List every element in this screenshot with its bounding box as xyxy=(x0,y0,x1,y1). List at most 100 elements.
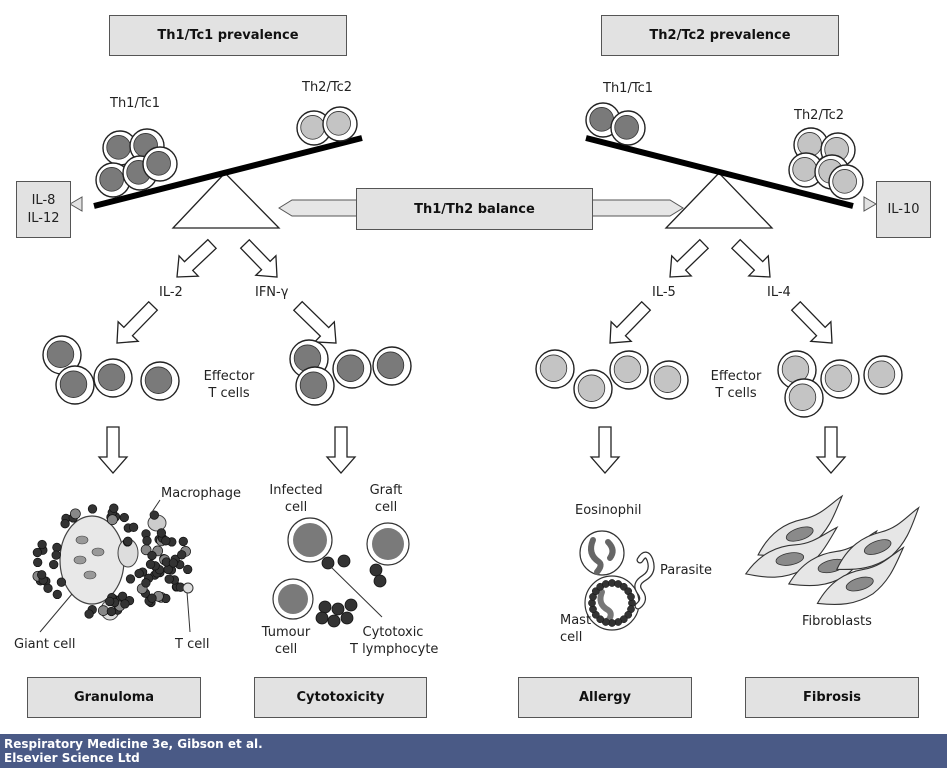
cytotoxic-t-cell xyxy=(327,614,341,628)
effector-cell xyxy=(372,346,412,386)
cytotoxic-t-cell xyxy=(318,600,332,614)
lymphocyte xyxy=(97,605,109,616)
hollow-arrow xyxy=(176,238,218,278)
ctl-pointer-line xyxy=(329,565,383,618)
graft-cell-label: Graft cell xyxy=(361,482,411,516)
lymphocyte xyxy=(84,609,94,619)
mast-cell-label: Mast cell xyxy=(560,612,591,646)
cytotoxic-t-lymphocyte-label: Cytotoxic T lymphocyte xyxy=(350,624,438,658)
allergy-box: Allergy xyxy=(518,677,692,718)
lymphocyte xyxy=(70,508,81,520)
graft-line2: cell xyxy=(374,500,398,515)
effector-cells-th1-left xyxy=(42,335,180,405)
effector-right-line1: Effector xyxy=(710,369,762,384)
granuloma-label: Granuloma xyxy=(73,690,155,705)
effector-cell xyxy=(55,365,95,405)
infected-cell xyxy=(287,517,333,563)
lymphocyte xyxy=(168,558,179,568)
ctl-line1: Cytotoxic xyxy=(362,625,424,640)
lymphocyte xyxy=(56,577,67,587)
effector-cell xyxy=(649,360,689,400)
lymphocyte xyxy=(161,536,171,546)
lymphocyte xyxy=(37,570,47,580)
macrophage-label: Macrophage xyxy=(161,486,242,501)
lymphocyte xyxy=(123,536,133,546)
granuloma-box: Granuloma xyxy=(27,677,201,718)
fibroblast xyxy=(835,506,920,571)
il10-pointer xyxy=(863,196,877,212)
th2-cell xyxy=(828,164,864,200)
lymphocyte xyxy=(142,536,152,546)
lymphocyte xyxy=(105,596,115,607)
th1-prevalence-label: Th1/Tc1 prevalence xyxy=(157,28,299,43)
effector-left-line1: Effector xyxy=(203,369,255,384)
footer-line-2: Elsevier Science Ltd xyxy=(4,751,140,765)
hollow-arrow xyxy=(815,426,847,474)
tumour-line1: Tumour xyxy=(261,625,311,640)
effector-cell xyxy=(784,378,824,418)
allergy-illustration xyxy=(579,530,655,631)
lymphocyte xyxy=(51,550,61,560)
hollow-arrow xyxy=(325,426,357,474)
eosinophil-label: Eosinophil xyxy=(575,503,642,518)
fibroblasts-illustration xyxy=(744,494,920,605)
effector-cell xyxy=(863,355,903,395)
effector-cell xyxy=(295,366,335,406)
lymphocyte xyxy=(60,519,70,529)
effector-cell xyxy=(332,349,372,389)
lymphocyte xyxy=(125,574,136,584)
effector-cell xyxy=(609,350,649,390)
hollow-arrow xyxy=(239,238,278,278)
lymphocyte xyxy=(109,503,119,513)
hollow-arrow xyxy=(97,426,129,474)
il8-label: IL-8 xyxy=(31,192,56,208)
lymphocyte xyxy=(156,528,167,538)
effector-cell xyxy=(820,359,860,399)
footer-line-1: Respiratory Medicine 3e, Gibson et al. xyxy=(4,737,263,751)
graft-cell xyxy=(366,522,410,566)
balance-label: Th1/Th2 balance xyxy=(414,201,535,217)
fibrosis-box: Fibrosis xyxy=(745,677,919,718)
fibrosis-label: Fibrosis xyxy=(803,690,861,705)
effector-cells-th2-right xyxy=(777,350,903,418)
allergy-label: Allergy xyxy=(579,690,631,705)
right-heavy-label: Th2/Tc2 xyxy=(794,108,844,123)
th1-cell xyxy=(142,146,178,182)
lymphocyte xyxy=(32,547,43,558)
lymphocyte xyxy=(183,564,193,575)
il8-il12-pointer xyxy=(69,196,83,212)
lymphocyte xyxy=(106,606,117,617)
tumour-cell xyxy=(272,578,314,620)
th2-prevalence-label: Th2/Tc2 prevalence xyxy=(649,28,791,43)
lymphocyte xyxy=(33,557,43,568)
lymphocyte xyxy=(107,514,118,526)
effector-label-left: Effector T cells xyxy=(196,368,262,402)
infected-line2: cell xyxy=(284,500,308,515)
tumour-cell-label: Tumour cell xyxy=(258,624,314,658)
left-light-cell-cluster xyxy=(296,106,358,146)
il8-il12-box: IL-8 IL-12 xyxy=(16,181,71,238)
lymphocyte xyxy=(149,510,159,520)
lymphocyte xyxy=(128,522,139,532)
effector-left-line2: T cells xyxy=(208,386,250,401)
cytotoxic-t-lymphocytes xyxy=(315,554,387,628)
lymphocyte xyxy=(178,536,188,547)
cytotoxic-t-cell xyxy=(373,574,387,588)
citation-footer: Respiratory Medicine 3e, Gibson et al. E… xyxy=(0,734,947,768)
lymphocyte xyxy=(147,593,157,603)
fibroblast xyxy=(816,546,905,605)
cytotoxicity-box: Cytotoxicity xyxy=(254,677,427,718)
lymphocyte xyxy=(52,542,62,553)
mast-line2: cell xyxy=(560,630,583,645)
diagram-artwork xyxy=(32,102,920,633)
effector-cells-th2-left xyxy=(535,349,689,409)
hollow-arrow xyxy=(669,238,710,278)
right-heavy-cell-cluster xyxy=(788,127,864,200)
il10-label: IL-10 xyxy=(887,201,920,217)
right-fulcrum xyxy=(664,172,774,229)
effector-cell xyxy=(93,358,133,398)
hollow-arrow xyxy=(790,300,833,344)
parasite-label: Parasite xyxy=(660,563,713,578)
hollow-arrow xyxy=(730,238,771,278)
il12-label: IL-12 xyxy=(27,210,60,226)
